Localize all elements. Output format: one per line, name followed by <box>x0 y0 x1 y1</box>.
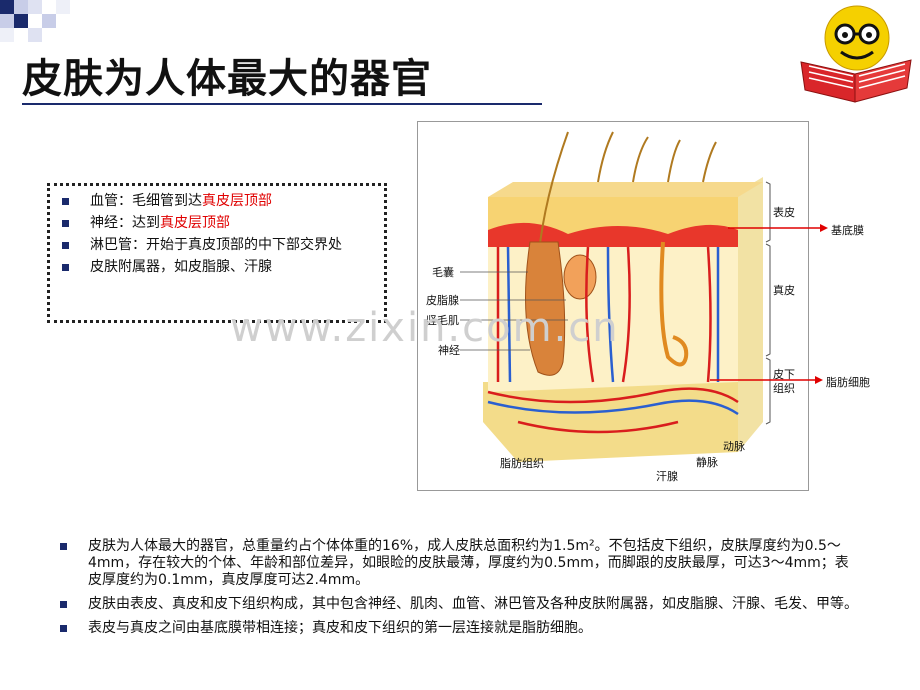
bullet-icon <box>62 198 69 205</box>
bullet-icon <box>60 625 67 632</box>
callout-fat-cells: 脂肪细胞 <box>826 376 870 389</box>
list-item: 皮肤为人体最大的器官，总重量约占个体体重的16%，成人皮肤总面积约为1.5m²。… <box>58 538 858 589</box>
label-sebaceous: 皮脂腺 <box>426 293 459 307</box>
bullet-icon <box>60 601 67 608</box>
list-item: 皮肤附属器，如皮脂腺、汗腺 <box>60 258 376 277</box>
bullet-icon <box>62 220 69 227</box>
label-sweat-gland: 汗腺 <box>656 469 678 483</box>
list-item: 神经：达到真皮层顶部 <box>60 214 376 233</box>
label-follicle: 毛囊 <box>432 265 454 279</box>
watermark: www.zixin.com.cn <box>230 305 620 351</box>
label-vein: 静脉 <box>696 455 718 469</box>
smiley-reading-icon <box>800 5 912 103</box>
skin-diagram: 表皮 真皮 皮下 组织 毛囊 皮脂腺 竖毛肌 神经 脂肪组织 汗腺 静脉 动脉 <box>417 121 809 491</box>
bullet-icon <box>62 264 69 271</box>
label-fat-tissue: 脂肪组织 <box>500 456 544 470</box>
bullet-icon <box>62 242 69 249</box>
bottom-text: 皮肤为人体最大的器官，总重量约占个体体重的16%，成人皮肤总面积约为1.5m²。… <box>58 538 858 644</box>
label-arrector: 竖毛肌 <box>426 314 459 327</box>
info-box: 血管：毛细管到达真皮层顶部 神经：达到真皮层顶部 淋巴管：开始于真皮顶部的中下部… <box>47 183 387 323</box>
page-title: 皮肤为人体最大的器官 <box>22 56 432 102</box>
label-epidermis: 表皮 <box>773 205 795 219</box>
list-item: 血管：毛细管到达真皮层顶部 <box>60 192 376 211</box>
list-item: 表皮与真皮之间由基底膜带相连接；真皮和皮下组织的第一层连接就是脂肪细胞。 <box>58 620 858 637</box>
list-item: 淋巴管：开始于真皮顶部的中下部交界处 <box>60 236 376 255</box>
label-nerve: 神经 <box>438 343 460 357</box>
label-subcutis-2: 组织 <box>773 381 795 395</box>
callout-arrows <box>710 224 828 384</box>
bullet-icon <box>60 543 67 550</box>
label-dermis: 真皮 <box>773 283 795 297</box>
label-subcutis-1: 皮下 <box>773 368 795 381</box>
list-item: 皮肤由表皮、真皮和皮下组织构成，其中包含神经、肌肉、血管、淋巴管及各种皮肤附属器… <box>58 596 858 613</box>
callout-basement-membrane: 基底膜 <box>831 224 864 237</box>
title-underline <box>22 103 542 105</box>
label-artery: 动脉 <box>723 439 745 453</box>
corner-decoration <box>0 0 70 42</box>
